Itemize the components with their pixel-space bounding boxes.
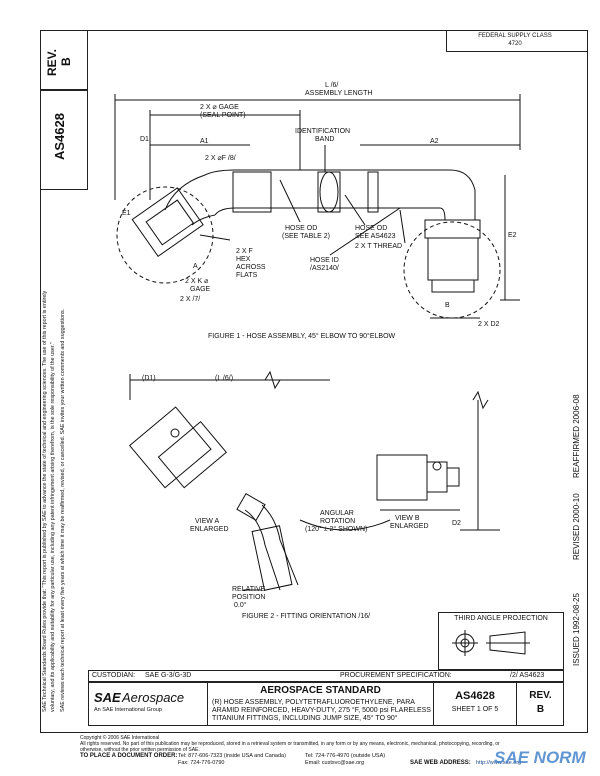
fig1-hose-od: HOSE OD: [285, 225, 318, 232]
fig1-hex: HEX: [236, 256, 251, 263]
brand-name: Aerospace: [122, 690, 185, 705]
fig2-rotation-value: (120° ± 2° SHOWN): [305, 526, 368, 533]
drawing-frame: [40, 30, 588, 733]
fig1-seal-point: (SEAL POINT): [200, 112, 246, 119]
web-label: SAE WEB ADDRESS:: [410, 760, 471, 766]
procurement-value: /2/ AS4623: [510, 672, 545, 679]
standard-title: AEROSPACE STANDARD: [260, 685, 381, 696]
figure2-caption: FIGURE 2 - FITTING ORIENTATION /16/: [242, 613, 371, 620]
rights-line-2: otherwise, without the prior written per…: [80, 747, 200, 753]
fig1-band: BAND: [315, 136, 335, 143]
rev-header-cell: [40, 30, 88, 90]
fig1-view-a-marker: A: [193, 263, 198, 270]
fig1-thread: 2 X T THREAD: [355, 243, 403, 250]
fig1-hose-od2: HOSE OD: [355, 225, 388, 232]
fig1-as2140: /AS2140/: [310, 265, 339, 272]
doc-number-footer: AS4628: [455, 690, 495, 702]
fig2-position: POSITION: [232, 594, 266, 601]
rev-footer-label: REV.: [529, 690, 552, 701]
procurement-label: PROCUREMENT SPECIFICATION:: [340, 672, 452, 679]
fig1-e1: E1: [122, 210, 131, 217]
fig1-a1: A1: [200, 138, 209, 145]
rev-footer-letter: B: [536, 704, 545, 715]
fsc-number: 4720: [508, 41, 522, 47]
figure1-caption: FIGURE 1 - HOSE ASSEMBLY, 45° ELBOW TO 9…: [208, 333, 396, 340]
projection-title: THIRD ANGLE PROJECTION: [454, 615, 548, 622]
description-line-1: (R) HOSE ASSEMBLY, POLYTETRAFLUOROETHYLE…: [212, 699, 415, 706]
fig2-rotation: ROTATION: [320, 518, 356, 525]
fig1-assembly-length: ASSEMBLY LENGTH: [305, 90, 373, 97]
web-url[interactable]: http://www.sae.org: [476, 760, 522, 766]
fig2-view-a-sub: ENLARGED: [190, 526, 229, 533]
projection-box: [438, 612, 564, 670]
fig1-see-as4623: SEE AS4623: [355, 233, 396, 240]
brand-sub: An SAE International Group: [94, 707, 162, 713]
fig2-angular: ANGULAR: [320, 510, 354, 517]
doc-number-footer-cell: [433, 682, 517, 726]
fig1-see-table2: (SEE TABLE 2): [282, 233, 330, 240]
fig1-a2: A2: [430, 138, 439, 145]
fsc-box: [446, 30, 588, 52]
fig2-view-a: VIEW A: [195, 518, 220, 525]
email: Email: custsvc@sae.org: [305, 760, 365, 766]
copyright: Copyright © 2006 SAE International: [80, 735, 160, 741]
watermark-logo: SAE NORM: [494, 748, 586, 767]
description-line-2: ARAMID REINFORCED, HEAVY-DUTY, 275 °F, 5…: [212, 707, 431, 714]
fig1-d1: D1: [140, 136, 149, 143]
fig2-view-b: VIEW B: [395, 515, 420, 522]
brand-cell: [88, 682, 208, 726]
fig1-gage-seal: 2 X ⌀ GAGE: [200, 104, 239, 111]
fig1-view-b-marker: B: [445, 302, 450, 309]
fig1-d2: 2 X D2: [478, 321, 500, 328]
fig1-gage-k: 2 X K ⌀: [185, 278, 209, 285]
fsc-label: FEDERAL SUPPLY CLASS: [478, 33, 552, 39]
custodian-row: [88, 670, 564, 682]
fig1-z7: 2 X /7/: [180, 296, 201, 303]
tel-1: Tel: 877-606-7323 (inside USA and Canada…: [178, 753, 286, 759]
fig1-of: 2 X ⌀F /8/: [205, 155, 236, 162]
description-line-3: TITANIUM FITTINGS, INCLUDING JUMP SIZE, …: [212, 715, 398, 722]
fig1-length: L /6/: [325, 82, 339, 89]
custodian-label: CUSTODIAN:: [92, 672, 136, 679]
fig2-d1: (D1): [142, 375, 156, 382]
fig1-across: ACROSS: [236, 264, 266, 271]
fax: Fax: 724-776-0790: [178, 760, 225, 766]
rights-line-1: All rights reserved. No part of this pub…: [80, 741, 500, 747]
fig1-identification: IDENTIFICATION: [295, 128, 351, 135]
fig1-flats: FLATS: [236, 272, 258, 279]
fig1-hose-id: HOSE ID: [310, 257, 339, 264]
fig2-l: (L /6/): [215, 375, 234, 382]
brand-prefix: SAE: [94, 690, 121, 705]
fig2-d2: D2: [452, 520, 461, 527]
doc-number-cell: [40, 90, 88, 190]
fig1-e2: E2: [508, 232, 517, 239]
fig1-hex-f: 2 X F: [236, 248, 253, 255]
tel-2: Tel: 724-776-4970 (outside USA): [305, 753, 386, 759]
fig2-view-b-sub: ENLARGED: [390, 523, 429, 530]
fig2-relative: RELATIVE: [232, 586, 266, 593]
fig1-gage: GAGE: [190, 286, 211, 293]
fig2-zero: 0.0°: [234, 602, 247, 609]
order-label: TO PLACE A DOCUMENT ORDER:: [80, 753, 178, 759]
custodian-value: SAE G-3/G-3D: [145, 672, 192, 679]
sheet-number: SHEET 1 OF 5: [451, 706, 499, 713]
